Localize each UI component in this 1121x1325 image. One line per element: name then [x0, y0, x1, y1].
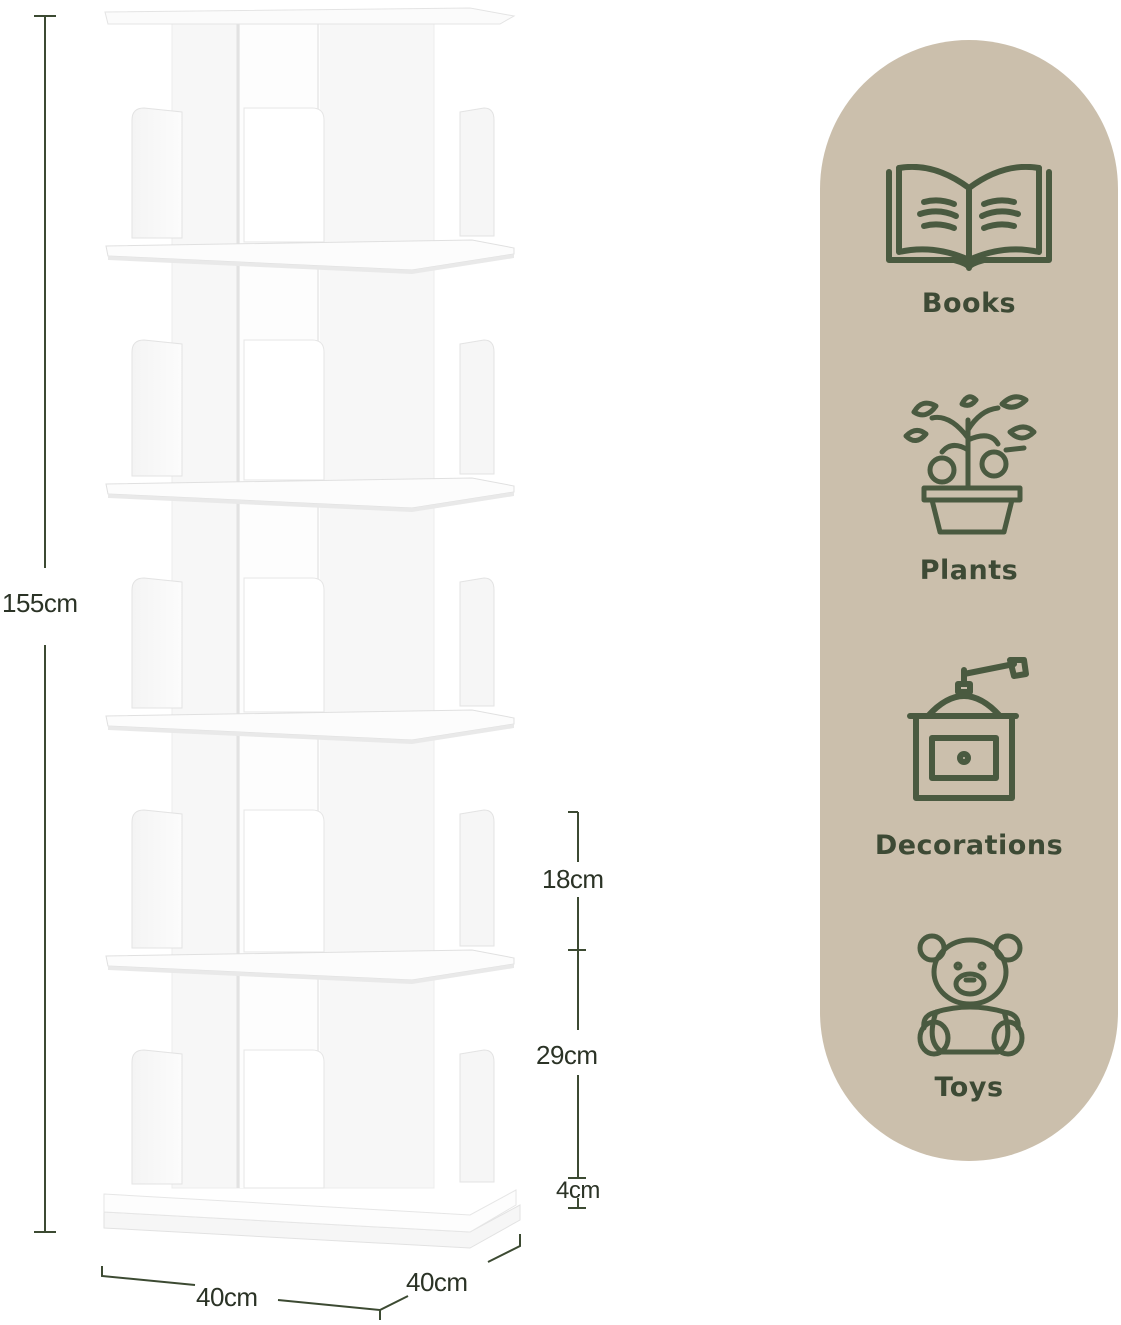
base-height-label: 4cm: [556, 1177, 600, 1204]
left-divider-panel: [131, 809, 183, 949]
front-divider-panel: [243, 107, 325, 243]
category-books-label: Books: [921, 288, 1017, 319]
left-divider-panel: [131, 577, 183, 709]
front-divider-panel: [243, 339, 325, 481]
category-toys-label: Toys: [934, 1072, 1004, 1103]
teddy-bear-icon: [917, 933, 1025, 1057]
coffee-grinder-icon: [907, 657, 1029, 801]
right-divider-panel: [459, 809, 495, 947]
right-divider-panel: [459, 1049, 495, 1183]
shelf-spacing-label: 18cm: [542, 864, 604, 894]
height-total-label: 155cm: [2, 588, 78, 618]
category-plants-label: Plants: [919, 555, 1019, 586]
right-divider-panel: [459, 107, 495, 237]
right-divider-panel: [459, 339, 495, 475]
left-divider-panel: [131, 107, 183, 239]
open-book-icon: [886, 164, 1052, 271]
front-divider-panel: [243, 809, 325, 953]
depth-label: 40cm: [406, 1267, 468, 1297]
top-plate: [104, 7, 516, 25]
left-divider-panel: [131, 1049, 183, 1185]
right-divider-panel: [459, 577, 495, 707]
left-divider-panel: [131, 339, 183, 477]
potted-plant-icon: [903, 394, 1037, 535]
front-divider-panel: [243, 1049, 325, 1189]
front-divider-panel: [243, 577, 325, 713]
width-label: 40cm: [196, 1282, 258, 1312]
category-decorations-label: Decorations: [874, 830, 1064, 861]
compartment-height-label: 29cm: [536, 1040, 598, 1070]
usage-categories-panel: Books Plants: [820, 40, 1118, 1161]
